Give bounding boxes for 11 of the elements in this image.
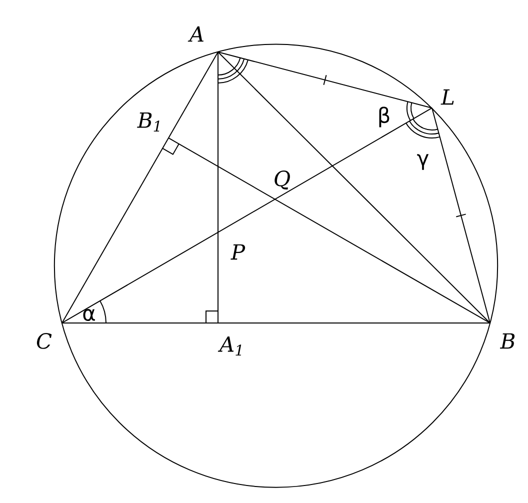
angle-label: α — [83, 308, 95, 321]
angle-label: γ — [417, 154, 429, 170]
point-label: B — [500, 333, 515, 349]
point-label: A — [188, 26, 204, 42]
point-label: B$_{1}$ — [137, 112, 160, 132]
point-label: L — [440, 89, 454, 105]
point-label: C — [36, 333, 52, 349]
point-label: Q — [274, 170, 290, 190]
angle-label: β — [379, 106, 390, 128]
point-label: P — [230, 244, 246, 260]
point-label: A$_{1}$ — [218, 336, 242, 356]
